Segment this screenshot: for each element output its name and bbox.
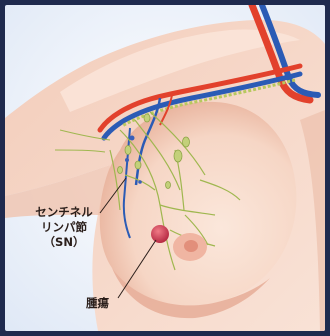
illustration-panel [5,5,325,331]
sentinel-node-label-line3: （SN） [18,235,110,250]
tumor-label: 腫瘍 [86,296,126,311]
nipple [173,233,207,261]
sentinel-node-label: センチネル リンパ節 （SN） [18,205,110,250]
tumor [151,225,169,243]
sentinel-node-label-line1: センチネル [18,205,110,220]
sentinel-node-label-line2: リンパ節 [18,220,110,235]
breast-anatomy-illustration [5,5,325,331]
